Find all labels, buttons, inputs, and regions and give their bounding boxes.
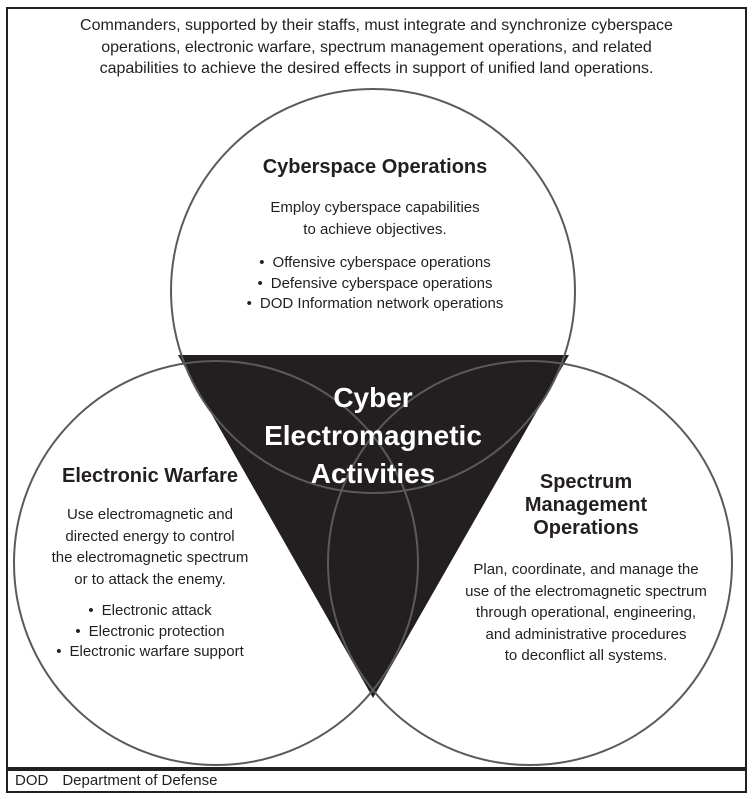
spectrum-description: Plan, coordinate, and manage the use of … <box>446 559 726 667</box>
list-item: • Electronic attack <box>20 601 280 622</box>
caption-line-1: Commanders, supported by their staffs, m… <box>80 17 673 34</box>
spectrum-title: Spectrum Management Operations <box>446 471 726 540</box>
list-item: • Electronic protection <box>20 622 280 643</box>
electronic-warfare-desc-line: Use electromagnetic and <box>67 506 233 523</box>
bullet-text: Electronic protection <box>88 622 225 640</box>
spectrum-desc-line: and administrative procedures <box>485 625 687 643</box>
cyberspace-title: Cyberspace Operations <box>262 156 488 178</box>
acronym-definition: Department of Defense <box>62 772 218 789</box>
figure-caption: Commanders, supported by their staffs, m… <box>10 15 743 80</box>
electronic-warfare-description: Use electromagnetic and directed energy … <box>20 504 280 590</box>
list-item: • Electronic warfare support <box>20 642 280 663</box>
cea-title-line: Electromagnetic <box>264 420 482 451</box>
bullet-text: Electronic attack <box>101 602 212 619</box>
electronic-warfare-desc-line: or to attack the enemy. <box>74 570 226 588</box>
spectrum-circle <box>327 360 733 766</box>
caption-line-3: capabilities to achieve the desired effe… <box>99 60 654 77</box>
electronic-warfare-desc-line: the electromagnetic spectrum <box>51 549 249 566</box>
acronym-legend: DOD Department of Defense <box>6 769 747 793</box>
list-item: • DOD Information network operations <box>215 294 535 315</box>
electronic-warfare-circle <box>13 360 419 766</box>
spectrum-desc-line: to deconflict all systems. <box>504 647 668 664</box>
spectrum-desc-line: Plan, coordinate, and manage the <box>473 561 699 578</box>
spectrum-desc-line: through operational, engineering, <box>475 604 697 621</box>
caption-line-2: operations, electronic warfare, spectrum… <box>101 38 652 56</box>
cyberspace-description: Employ cyberspace capabilities to achiev… <box>215 197 535 240</box>
spectrum-title-line: Operations <box>533 517 639 539</box>
bullet-icon: • <box>246 295 252 312</box>
bullet-text: Electronic warfare support <box>69 643 244 660</box>
acronym-abbr: DOD <box>15 772 49 789</box>
spectrum-title-line: Management <box>524 494 648 516</box>
list-item: • Defensive cyberspace operations <box>215 274 535 295</box>
bullet-icon: • <box>56 643 62 660</box>
cyberspace-circle <box>170 88 576 494</box>
cea-title-line: Activities <box>310 458 436 489</box>
cea-title-line: Cyber <box>333 382 413 413</box>
cyberspace-desc-line: to achieve objectives. <box>303 220 447 238</box>
figure-border <box>6 7 747 769</box>
list-item: • Offensive cyberspace operations <box>215 253 535 274</box>
electronic-warfare-desc-line: directed energy to control <box>65 527 235 545</box>
bullet-icon: • <box>75 622 81 640</box>
bullet-icon: • <box>259 254 265 271</box>
bullet-icon: • <box>257 274 263 292</box>
spectrum-desc-line: use of the electromagnetic spectrum <box>465 582 707 600</box>
electronic-warfare-title: Electronic Warfare <box>62 465 238 487</box>
electronic-warfare-bullet-list: • Electronic attack • Electronic protectio… <box>20 601 280 663</box>
cea-center-title: Cyber Electromagnetic Activities <box>183 379 563 493</box>
bullet-icon: • <box>88 602 94 619</box>
cyberspace-desc-line: Employ cyberspace capabilities <box>270 199 480 216</box>
bullet-text: Offensive cyberspace operations <box>272 254 491 271</box>
cyberspace-bullet-list: • Offensive cyberspace operations • Defens… <box>215 253 535 315</box>
bullet-text: DOD Information network operations <box>259 295 504 312</box>
spectrum-title-line: Spectrum <box>539 471 633 493</box>
cea-triangle <box>178 355 569 698</box>
bullet-text: Defensive cyberspace operations <box>270 274 493 292</box>
